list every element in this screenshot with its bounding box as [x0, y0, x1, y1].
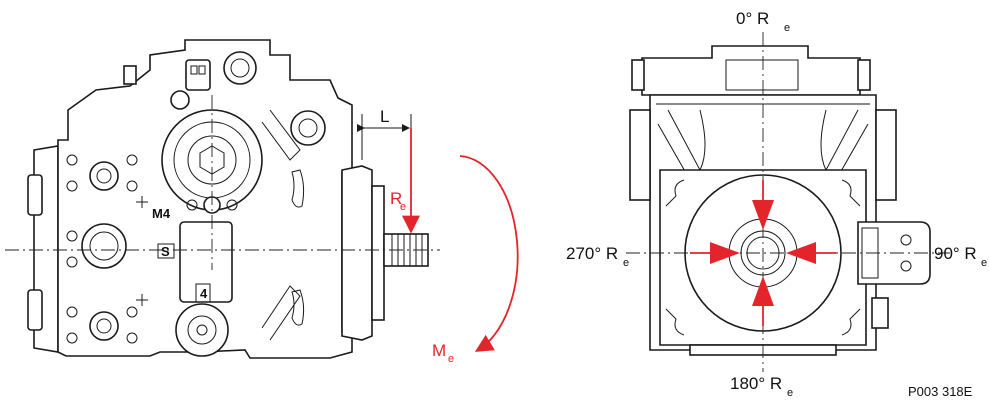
angle-90-subscript: e [981, 257, 987, 269]
angle-90-label: 90° R [934, 244, 977, 263]
radial-force-label: R [390, 189, 402, 208]
radial-force-arrows [690, 180, 836, 326]
angle-270-label: 270° R [566, 244, 618, 263]
angle-0-label: 0° R [736, 9, 769, 28]
moment-arrow: M e [432, 155, 519, 365]
angle-180-label: 180° R [730, 374, 782, 393]
pump-side-view: M4 S 4 [5, 39, 440, 359]
length-label: L [380, 107, 389, 126]
radial-force-arrow: R e [390, 128, 420, 234]
moment-label: M [432, 341, 446, 360]
angle-labels: 0° R e 90° R e 180° R e 270° R e [566, 9, 987, 399]
angle-180-subscript: e [787, 387, 793, 399]
radial-force-subscript: e [400, 201, 406, 213]
length-dimension: L [357, 107, 412, 160]
angle-270-subscript: e [623, 257, 629, 269]
port-m4-label: M4 [152, 206, 171, 221]
figure-code: P003 318E [908, 384, 973, 399]
moment-subscript: e [448, 353, 454, 365]
port-4-label: 4 [200, 286, 208, 301]
pump-front-view [626, 32, 950, 372]
port-s-label: S [161, 244, 170, 259]
angle-0-subscript: e [784, 22, 790, 34]
